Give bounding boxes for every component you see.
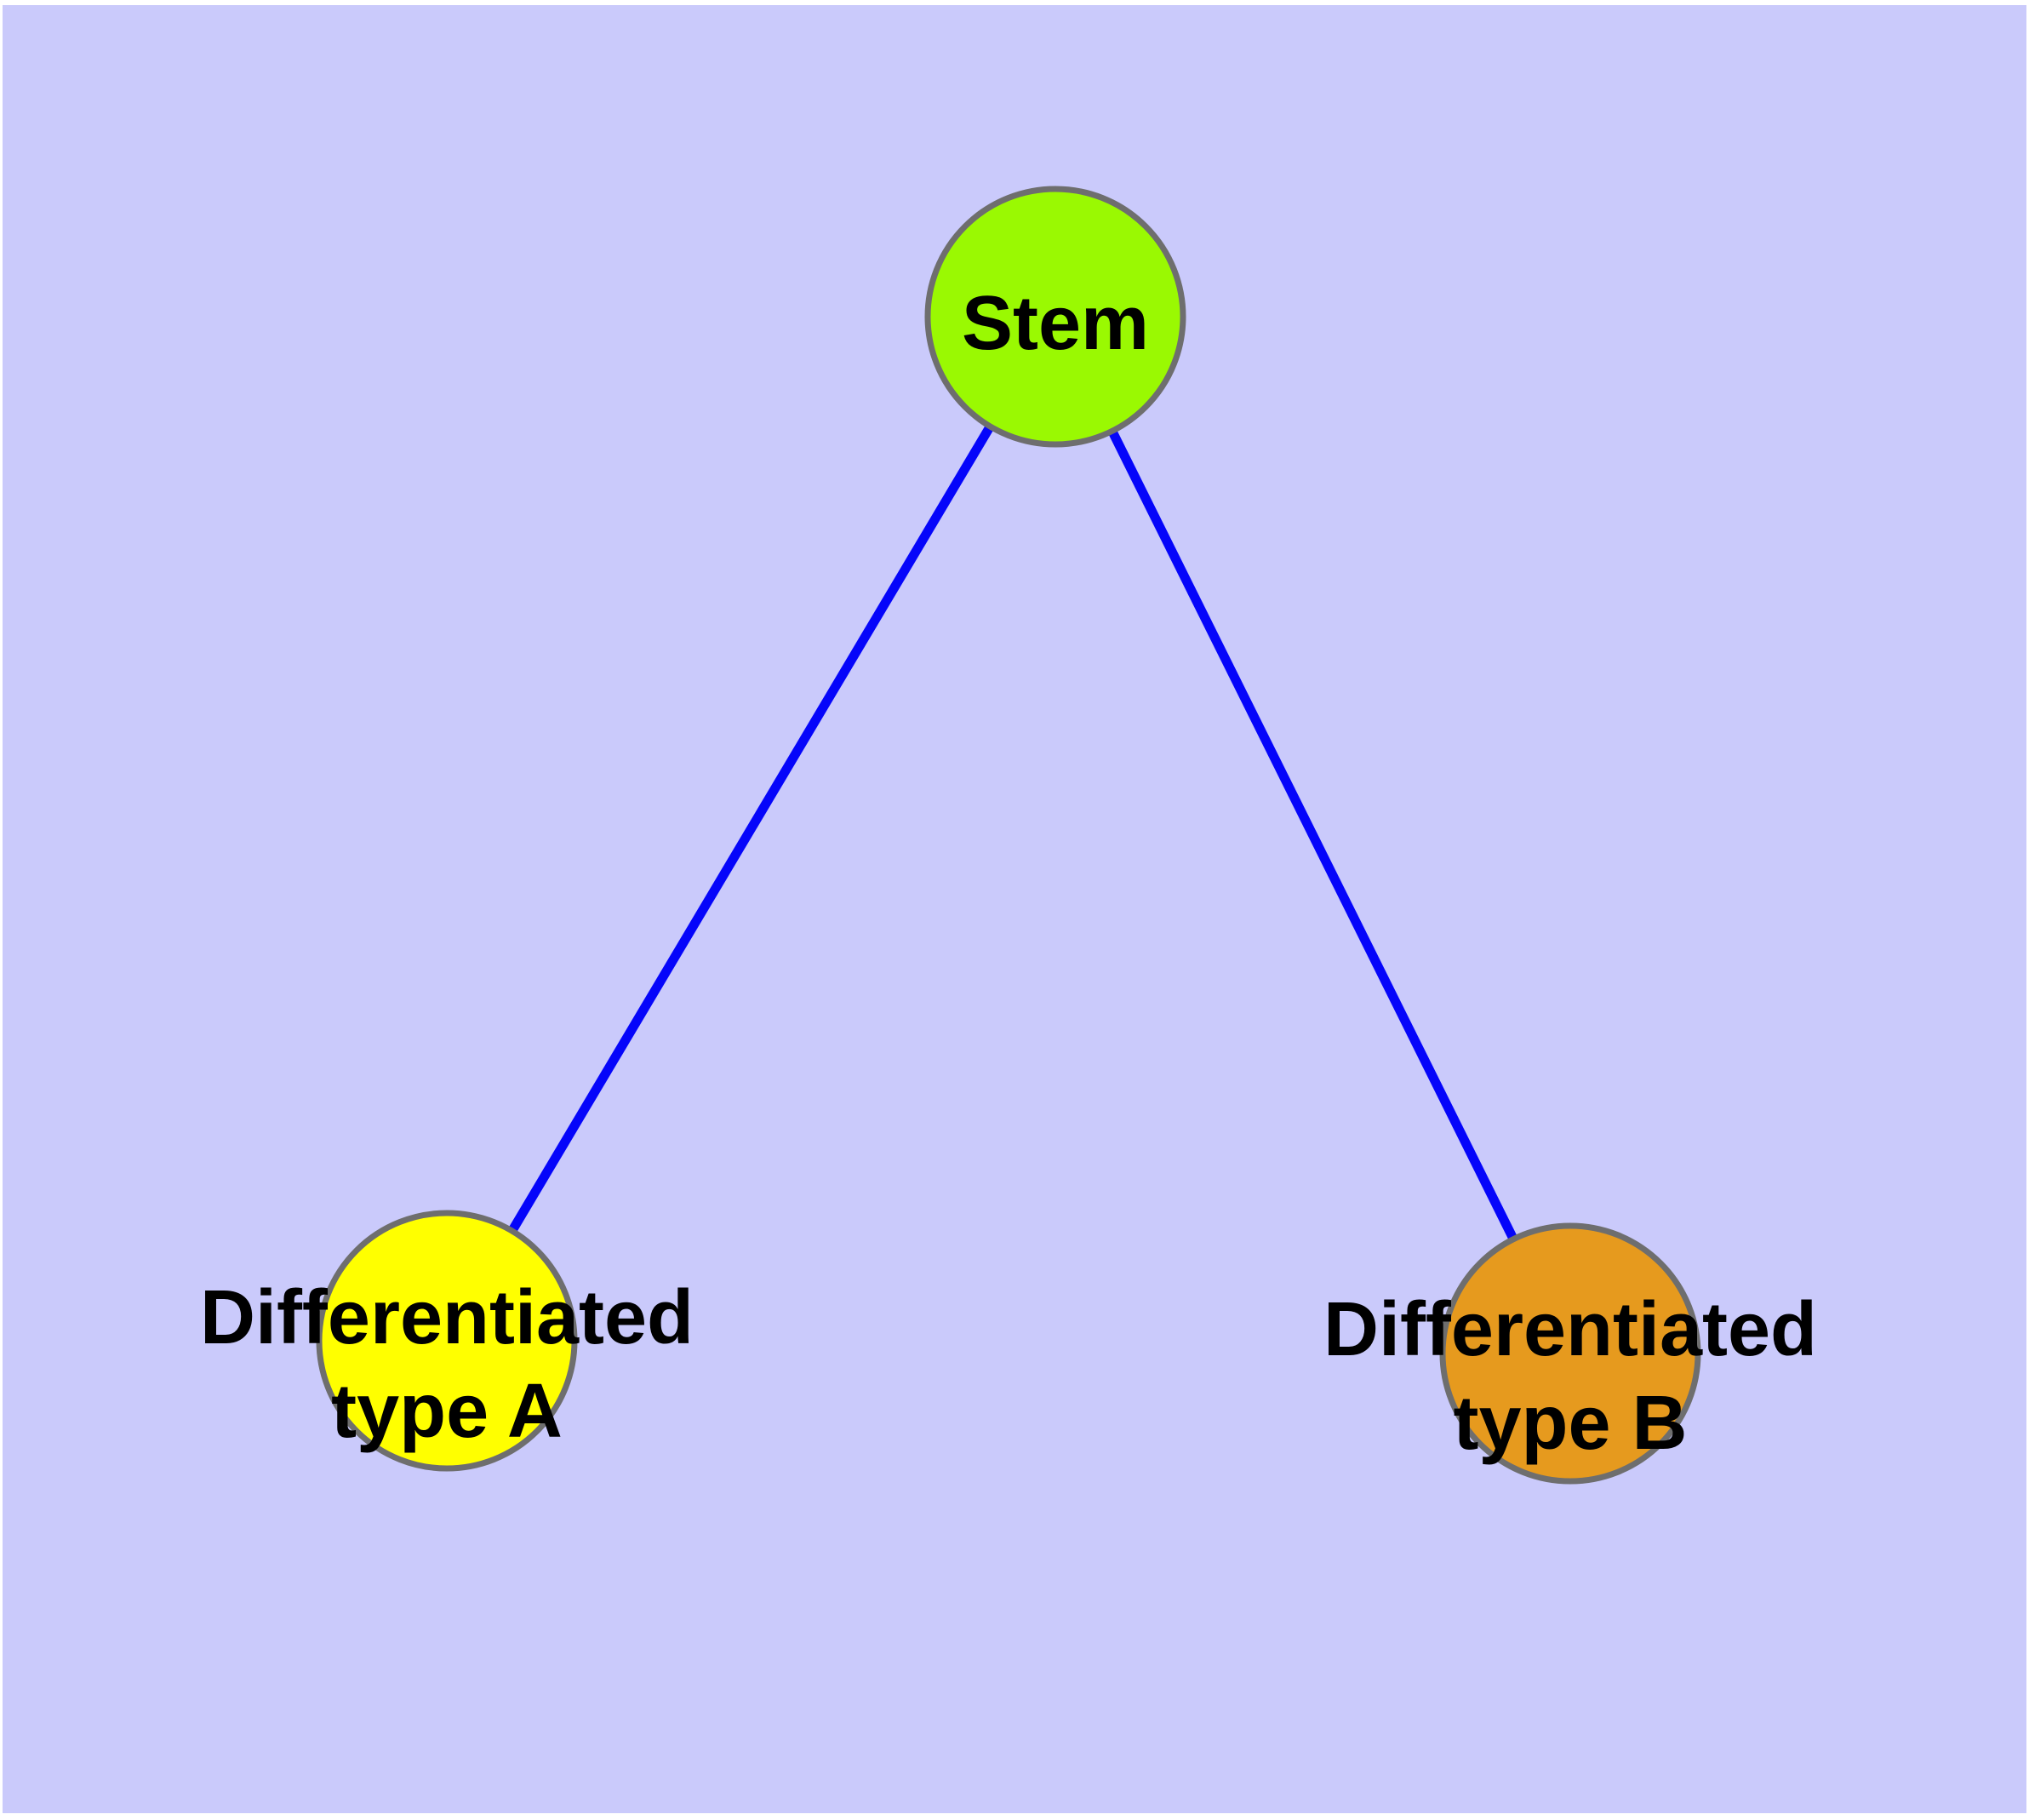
node-type-b-label-line1: Differentiated xyxy=(1323,1287,1817,1372)
node-type-a xyxy=(316,1210,578,1472)
node-type-a-label-line2: type A xyxy=(331,1369,563,1454)
edge-stem-to-type-b xyxy=(1051,314,1575,1356)
node-type-b-label: Differentiated type B xyxy=(1323,1287,1817,1466)
node-stem xyxy=(924,186,1186,448)
node-type-b-label-line2: type B xyxy=(1453,1381,1687,1466)
node-stem-label: Stem xyxy=(962,281,1149,366)
node-type-a-label-line1: Differentiated xyxy=(200,1275,694,1360)
node-type-b xyxy=(1439,1222,1701,1485)
node-type-a-label: Differentiated type A xyxy=(200,1275,694,1454)
edge-stem-to-type-a xyxy=(443,314,1060,1343)
